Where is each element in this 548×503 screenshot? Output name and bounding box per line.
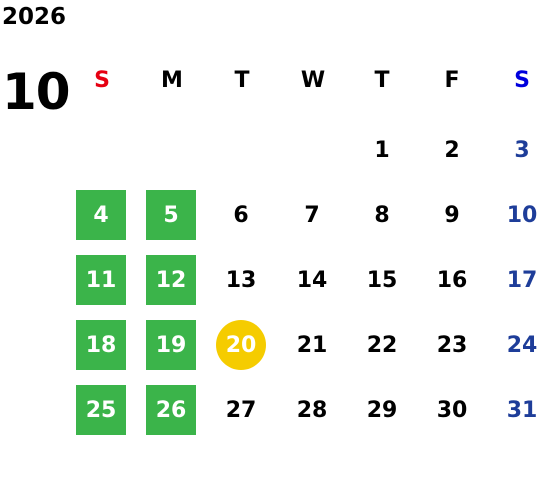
month-label: 10	[2, 63, 71, 121]
day-cell-27[interactable]: 27	[225, 397, 257, 423]
day-cell-22[interactable]: 22	[366, 332, 398, 358]
day-cell-4[interactable]: 4	[76, 190, 126, 240]
weekday-fri: F	[444, 68, 460, 93]
day-cell-1[interactable]: 1	[374, 137, 390, 163]
weekday-sun: S	[94, 68, 110, 93]
day-cell-7[interactable]: 7	[304, 202, 320, 228]
weekday-mon: M	[161, 68, 183, 93]
day-cell-3[interactable]: 3	[514, 137, 530, 163]
day-cell-17[interactable]: 17	[506, 267, 538, 293]
day-cell-13[interactable]: 13	[225, 267, 257, 293]
day-cell-29[interactable]: 29	[366, 397, 398, 423]
day-cell-12[interactable]: 12	[146, 255, 196, 305]
day-cell-6[interactable]: 6	[233, 202, 249, 228]
day-cell-30[interactable]: 30	[436, 397, 468, 423]
day-cell-9[interactable]: 9	[444, 202, 460, 228]
year-label: 2026	[2, 4, 67, 30]
day-cell-2[interactable]: 2	[444, 137, 460, 163]
day-cell-28[interactable]: 28	[296, 397, 328, 423]
day-cell-24[interactable]: 24	[506, 332, 538, 358]
day-cell-31[interactable]: 31	[506, 397, 538, 423]
day-cell-21[interactable]: 21	[296, 332, 328, 358]
day-cell-20[interactable]: 20	[216, 320, 266, 370]
day-cell-25[interactable]: 25	[76, 385, 126, 435]
day-cell-14[interactable]: 14	[296, 267, 328, 293]
day-cell-18[interactable]: 18	[76, 320, 126, 370]
day-cell-19[interactable]: 19	[146, 320, 196, 370]
weekday-sat: S	[514, 68, 530, 93]
day-cell-10[interactable]: 10	[506, 202, 538, 228]
day-cell-11[interactable]: 11	[76, 255, 126, 305]
weekday-tue: T	[234, 68, 250, 93]
weekday-wed: W	[300, 68, 326, 93]
day-cell-5[interactable]: 5	[146, 190, 196, 240]
day-cell-16[interactable]: 16	[436, 267, 468, 293]
day-cell-8[interactable]: 8	[374, 202, 390, 228]
day-cell-26[interactable]: 26	[146, 385, 196, 435]
weekday-thu: T	[374, 68, 390, 93]
day-cell-15[interactable]: 15	[366, 267, 398, 293]
day-cell-23[interactable]: 23	[436, 332, 468, 358]
